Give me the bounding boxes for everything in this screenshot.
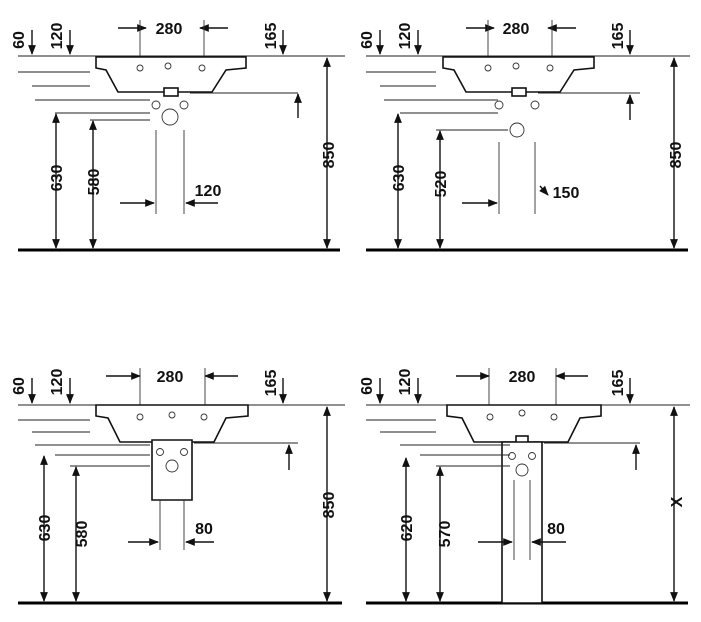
dim-tap-offset: 60: [11, 31, 28, 49]
dim-bottom-spacing: 80: [547, 521, 565, 538]
dim-height-a: 630: [49, 165, 66, 192]
view-top-left: 60 120 280 165 630 580 850: [11, 20, 345, 252]
washbasin: [95, 56, 247, 93]
dim-width-center: 280: [509, 369, 536, 386]
washbasin: [446, 404, 602, 443]
view-top-right: 60 120 280 165 630 520 850 150: [359, 20, 690, 252]
dim-bottom-spacing: 80: [195, 521, 213, 538]
dim-right-offset: 165: [610, 370, 627, 397]
dim-bottom-spacing: 150: [553, 185, 580, 202]
dim-height-b: 570: [437, 521, 454, 548]
dim-width-center: 280: [156, 21, 183, 38]
dim-deck-offset: 120: [397, 369, 414, 396]
dim-overall-height: 850: [321, 142, 338, 169]
washbasin: [442, 56, 595, 93]
dim-right-offset: 165: [610, 23, 627, 50]
dim-height-a: 630: [391, 165, 408, 192]
dim-width-center: 280: [157, 369, 184, 386]
dim-width-center: 280: [503, 21, 530, 38]
full-pedestal: [501, 441, 543, 604]
dim-tap-offset: 60: [359, 377, 376, 395]
dim-height-b: 580: [86, 169, 103, 196]
dim-height-a: 620: [399, 515, 416, 542]
dim-overall-height: 850: [321, 492, 338, 519]
dim-height-a: 630: [37, 515, 54, 542]
dim-deck-offset: 120: [49, 369, 66, 396]
view-bottom-left: 60 120 280 165 630 580 850 80: [11, 368, 345, 605]
dim-height-b: 520: [433, 171, 450, 198]
view-bottom-right: 60 120 280 165 620 570 X 80: [359, 368, 690, 605]
dim-deck-offset: 120: [397, 23, 414, 50]
dim-overall-height: 850: [668, 142, 685, 169]
dim-right-offset: 165: [263, 370, 280, 397]
dim-tap-offset: 60: [359, 31, 376, 49]
dim-tap-offset: 60: [11, 377, 28, 395]
dim-bottom-spacing: 120: [195, 183, 222, 200]
dim-right-offset: 165: [263, 23, 280, 50]
dim-deck-offset: 120: [49, 23, 66, 50]
dim-height-b: 580: [74, 521, 91, 548]
washbasin: [95, 404, 249, 443]
dim-overall-height: X: [669, 496, 686, 507]
